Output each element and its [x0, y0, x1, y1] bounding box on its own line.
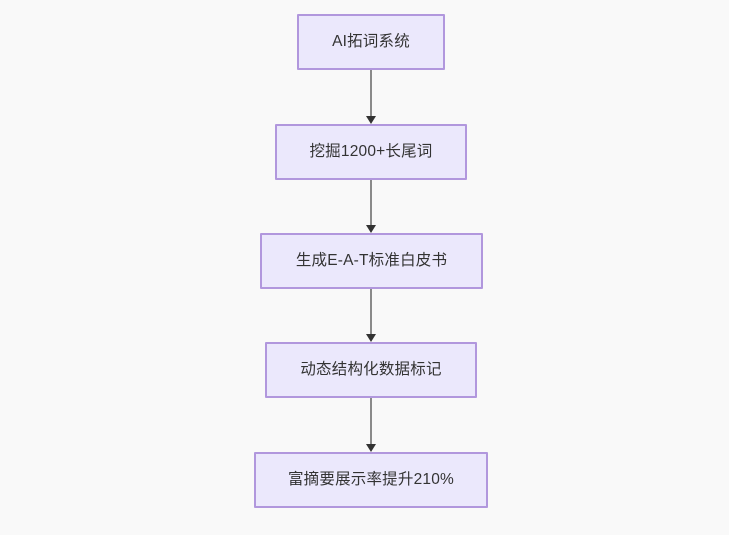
flow-node-mine-longtail-keywords[interactable]: 挖掘1200+长尾词 — [275, 124, 467, 180]
arrow-head-icon — [366, 334, 376, 342]
flow-node-dynamic-structured-data-markup[interactable]: 动态结构化数据标记 — [265, 342, 477, 398]
flow-node-generate-eat-whitepaper[interactable]: 生成E-A-T标准白皮书 — [260, 233, 483, 289]
edge-line — [370, 398, 372, 444]
arrow-head-icon — [366, 444, 376, 452]
flow-node-label: 富摘要展示率提升210% — [287, 470, 455, 488]
flow-node-label: 生成E-A-T标准白皮书 — [295, 251, 448, 269]
flow-node-label: 动态结构化数据标记 — [300, 360, 442, 378]
arrow-head-icon — [366, 116, 376, 124]
flow-node-label: AI拓词系统 — [332, 32, 410, 50]
flow-node-label: 挖掘1200+长尾词 — [309, 142, 433, 160]
flow-node-rich-snippet-impression-uplift[interactable]: 富摘要展示率提升210% — [254, 452, 488, 508]
edge-line — [370, 289, 372, 334]
flow-node-ai-keyword-system[interactable]: AI拓词系统 — [297, 14, 445, 70]
edge-line — [370, 180, 372, 225]
edge-line — [370, 70, 372, 116]
arrow-head-icon — [366, 225, 376, 233]
